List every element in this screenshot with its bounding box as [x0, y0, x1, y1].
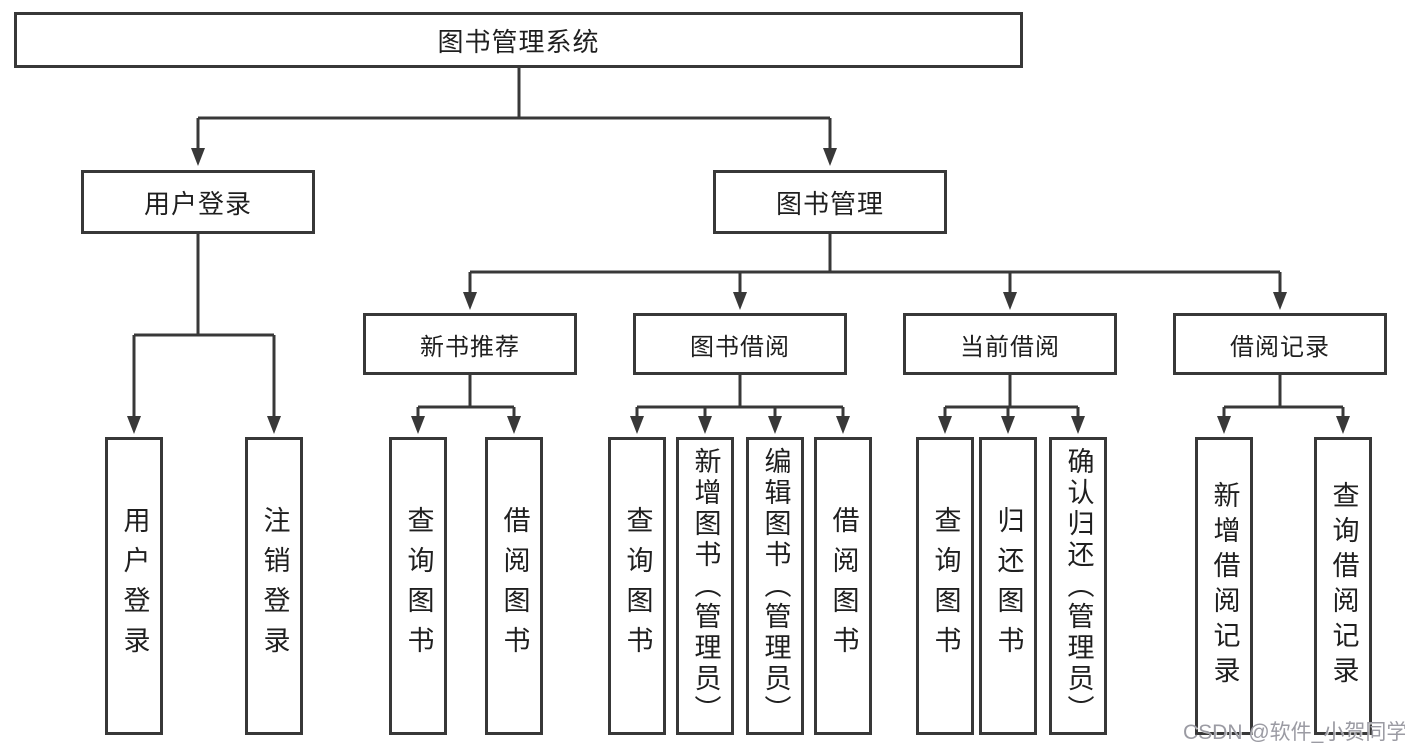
leaf-query-books-borrow: 查询图书: [608, 437, 666, 735]
leaf-query-books-newbook-label: 查询图书: [403, 506, 434, 666]
leaf-query-books-newbook: 查询图书: [389, 437, 447, 735]
connector-borrow-to-leaves: [635, 375, 845, 420]
node-new-book-recommendation-label: 新书推荐: [420, 333, 520, 361]
leaf-borrow-books-newbook-label: 借阅图书: [499, 506, 530, 666]
connector-root-to-level1: [196, 68, 832, 152]
node-user-login-label: 用户登录: [143, 188, 252, 219]
node-library-system-label: 图书管理系统: [437, 26, 600, 57]
leaf-query-books-current: 查询图书: [916, 437, 974, 735]
node-borrowing-records-label: 借阅记录: [1230, 333, 1330, 361]
leaf-return-books: 归还图书: [979, 437, 1037, 735]
leaf-borrow-books-borrow: 借阅图书: [814, 437, 872, 735]
leaf-borrow-books-newbook: 借阅图书: [485, 437, 543, 735]
csdn-watermark: CSDN @软件_小贺同学: [1183, 721, 1405, 744]
node-library-system: 图书管理系统: [14, 12, 1023, 68]
leaf-add-books-admin: 新增图书（管理员）: [676, 437, 734, 735]
connector-records-to-leaves: [1222, 375, 1345, 420]
leaf-query-borrow-record: 查询借阅记录: [1314, 437, 1372, 735]
leaf-edit-books-admin: 编辑图书（管理员）: [746, 437, 804, 735]
leaf-borrow-books-borrow-label: 借阅图书: [828, 506, 859, 666]
leaf-logout-label: 注销登录: [259, 506, 290, 666]
connector-current-to-leaves: [943, 375, 1080, 420]
node-book-management: 图书管理: [713, 170, 947, 234]
node-user-login: 用户登录: [81, 170, 315, 234]
node-book-borrowing-label: 图书借阅: [690, 333, 790, 361]
connector-mgmt-to-level2: [468, 234, 1282, 296]
leaf-query-borrow-record-label: 查询借阅记录: [1328, 481, 1359, 691]
leaf-confirm-return-admin-label: 确认归还（管理员）: [1063, 446, 1094, 726]
leaf-query-books-borrow-label: 查询图书: [622, 506, 653, 666]
connector-newbook-to-leaves: [416, 375, 516, 420]
connector-login-to-leaves: [132, 234, 276, 420]
leaf-return-books-label: 归还图书: [993, 506, 1024, 666]
leaf-user-login: 用户登录: [105, 437, 163, 735]
node-book-management-label: 图书管理: [775, 188, 884, 219]
leaf-logout: 注销登录: [245, 437, 303, 735]
node-current-borrowing: 当前借阅: [903, 313, 1117, 375]
leaf-query-books-current-label: 查询图书: [930, 506, 961, 666]
node-borrowing-records: 借阅记录: [1173, 313, 1387, 375]
leaf-edit-books-admin-label: 编辑图书（管理员）: [760, 446, 791, 726]
leaf-add-books-admin-label: 新增图书（管理员）: [690, 446, 721, 726]
node-new-book-recommendation: 新书推荐: [363, 313, 577, 375]
leaf-add-borrow-record-label: 新增借阅记录: [1209, 481, 1240, 691]
node-book-borrowing: 图书借阅: [633, 313, 847, 375]
node-current-borrowing-label: 当前借阅: [960, 333, 1060, 361]
leaf-confirm-return-admin: 确认归还（管理员）: [1049, 437, 1107, 735]
leaf-add-borrow-record: 新增借阅记录: [1195, 437, 1253, 735]
leaf-user-login-label: 用户登录: [119, 506, 150, 666]
